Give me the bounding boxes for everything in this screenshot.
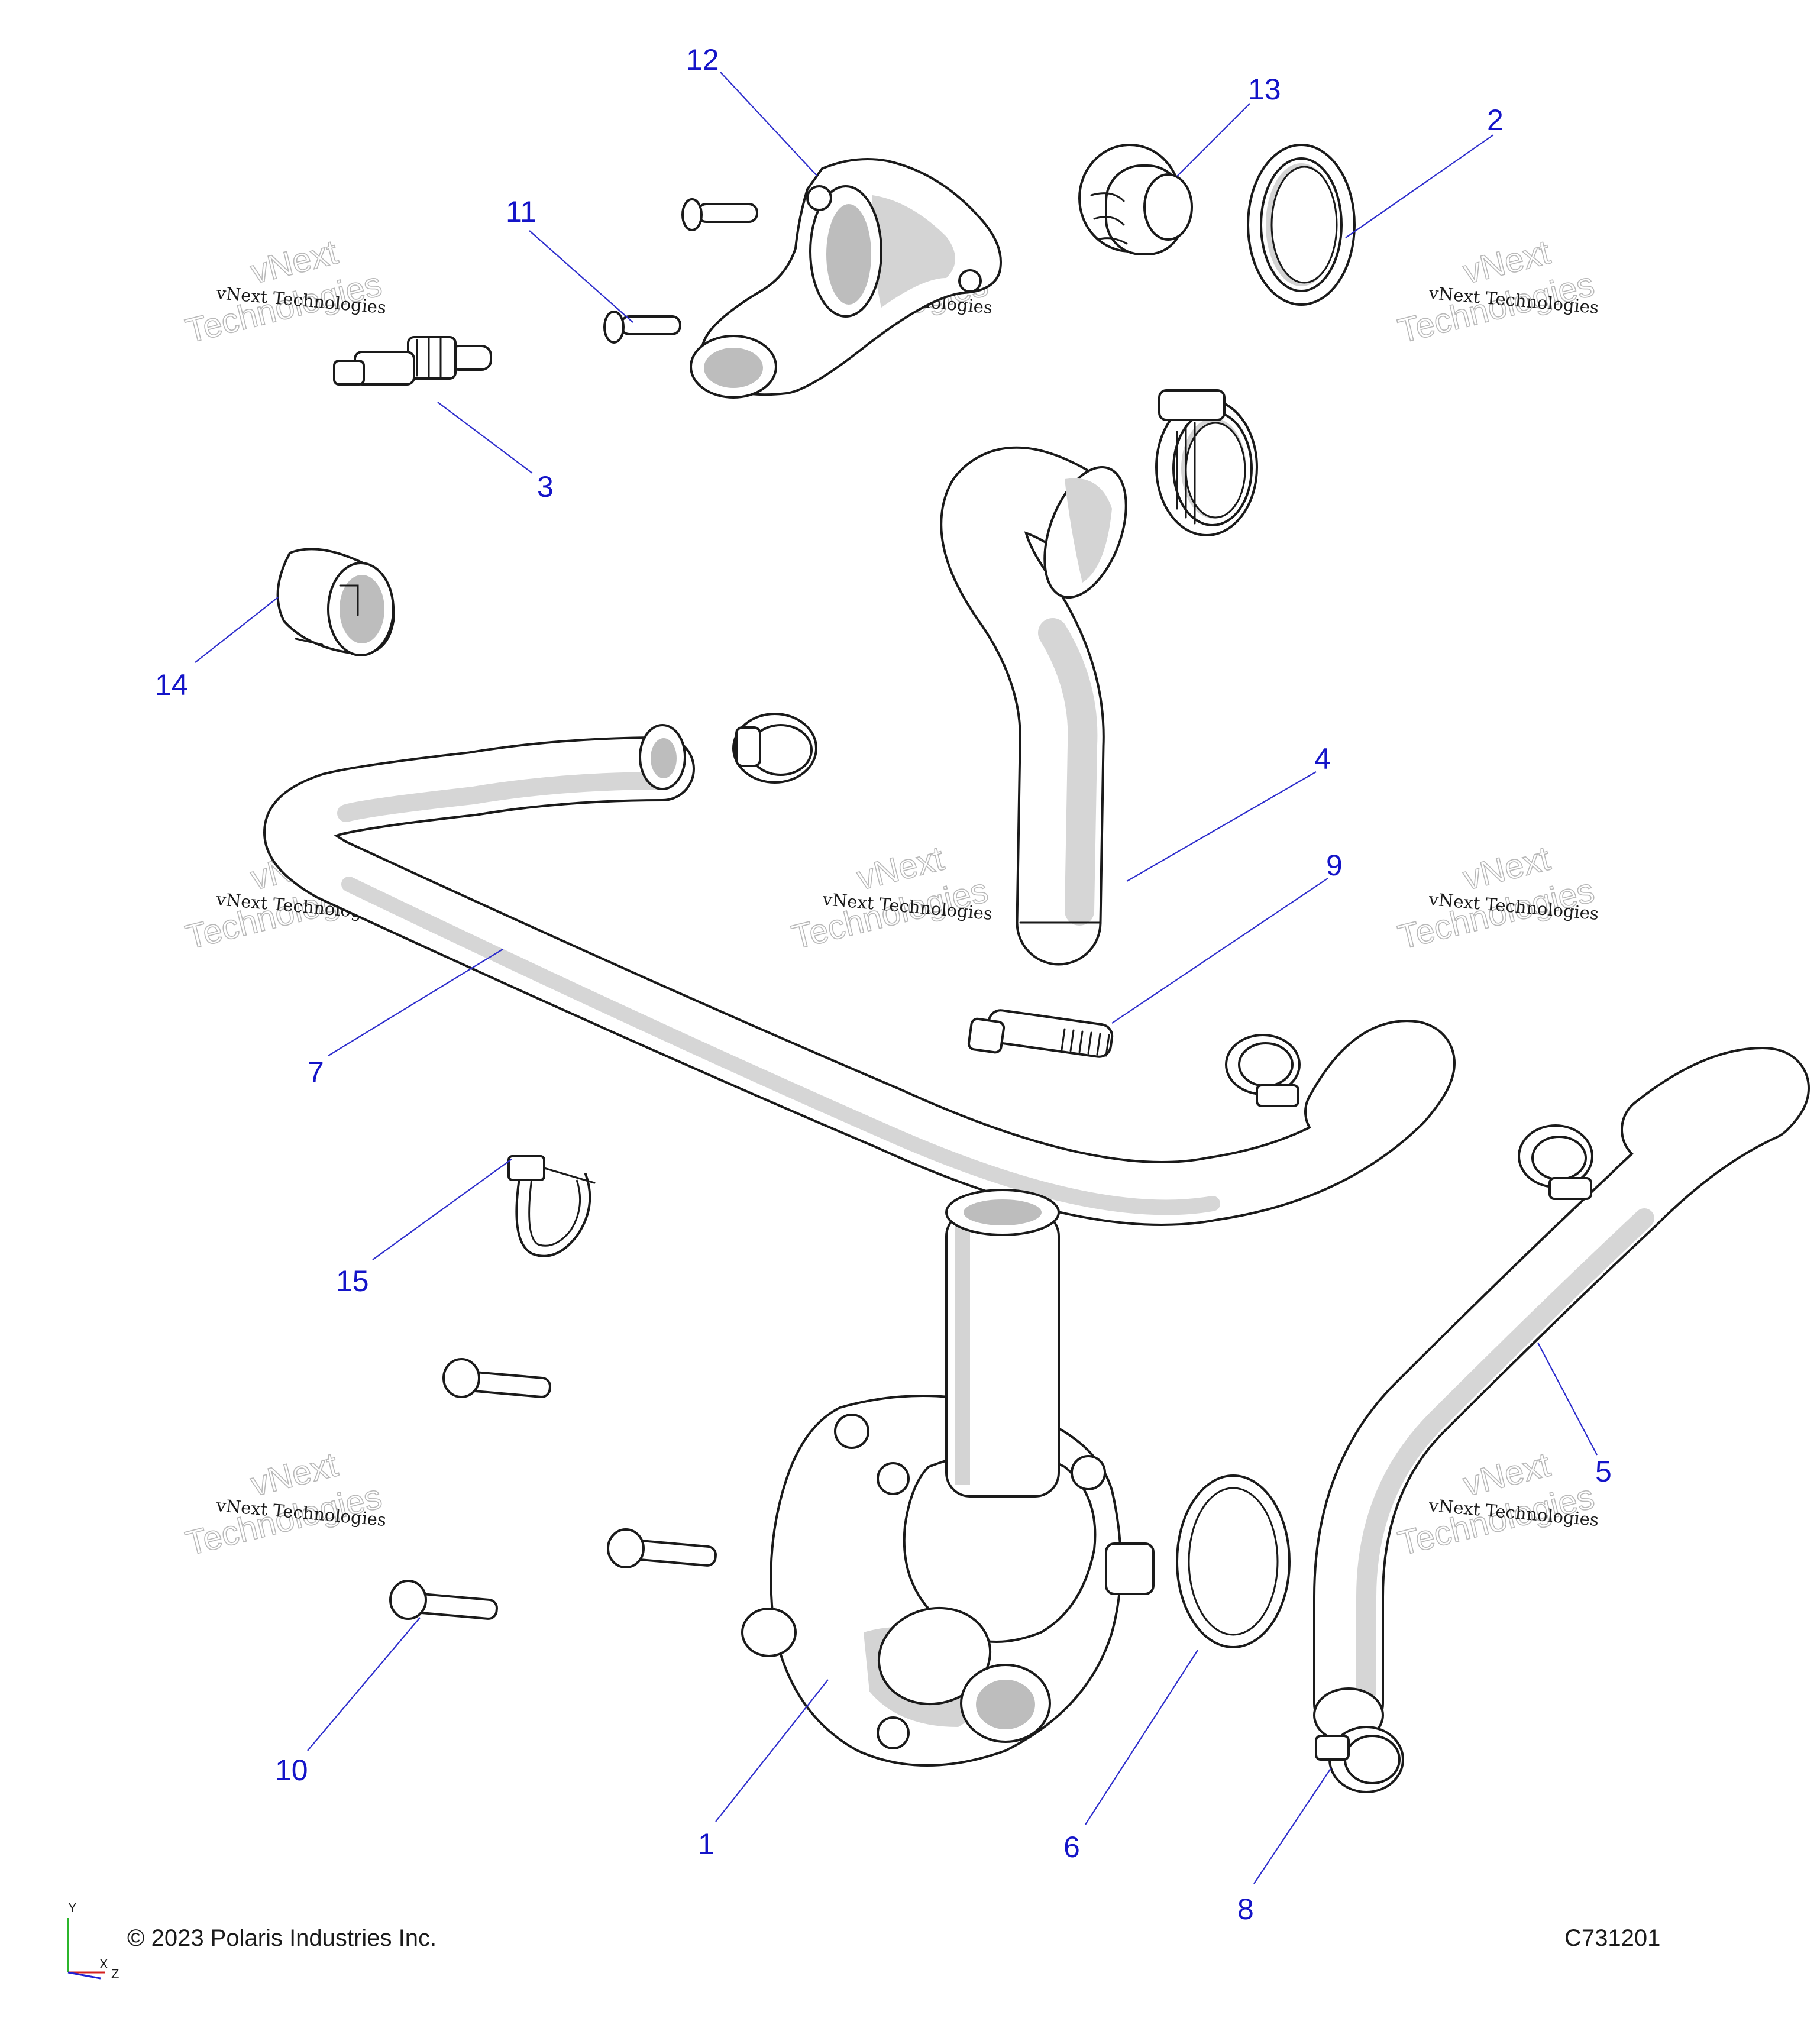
- axis-triad: Y X Z: [67, 1900, 119, 1981]
- part-15-cable-tie[interactable]: [507, 1155, 596, 1257]
- leader-14: [195, 597, 279, 663]
- part-2-seal-ring[interactable]: [1247, 144, 1356, 306]
- callout-5: 5: [1595, 1455, 1612, 1488]
- part-9-worm-clamp[interactable]: [967, 1009, 1114, 1059]
- callout-8: 8: [1237, 1893, 1254, 1926]
- leader-3: [437, 402, 533, 474]
- leader-2: [1345, 134, 1494, 238]
- callout-7: 7: [308, 1056, 324, 1089]
- leader-7: [328, 949, 503, 1056]
- part-hose-clamp-small[interactable]: [1225, 1034, 1301, 1107]
- part-bolt[interactable]: [607, 1528, 717, 1568]
- callout-3: 3: [537, 470, 554, 503]
- callout-11: 11: [506, 195, 536, 228]
- callout-1: 1: [698, 1828, 714, 1861]
- leader-6: [1085, 1650, 1198, 1825]
- axis-x-label: X: [99, 1956, 108, 1971]
- leader-12: [720, 72, 818, 177]
- part-1-water-pump[interactable]: [741, 1189, 1155, 1767]
- leader-5: [1537, 1342, 1598, 1456]
- leader-13: [1176, 103, 1250, 177]
- callout-4: 4: [1314, 742, 1331, 775]
- leader-9: [1111, 878, 1328, 1024]
- axis-z-label: Z: [111, 1967, 119, 1981]
- part-14-hose-fitting[interactable]: [276, 548, 395, 656]
- copyright-text: © 2023 Polaris Industries Inc.: [127, 1925, 437, 1951]
- leader-11: [529, 230, 633, 323]
- part-11-bolt[interactable]: [603, 311, 681, 344]
- watermark: vNext Technologies vNext Technologies: [182, 232, 387, 351]
- part-13-thermostat[interactable]: [1078, 144, 1193, 256]
- leader-8: [1253, 1768, 1331, 1884]
- leader-15: [372, 1159, 512, 1260]
- part-bolt[interactable]: [442, 1358, 551, 1398]
- watermark: vNext Technologies vNext Technologies: [182, 1445, 387, 1564]
- watermark: vNext Technologies vNext Technologies: [1394, 232, 1600, 351]
- axis-z-line: [67, 1971, 101, 1980]
- leader-lines: [195, 72, 1598, 1884]
- callout-12: 12: [686, 43, 719, 76]
- part-4-upper-hose[interactable]: [940, 446, 1142, 966]
- part-hose-clamp-small[interactable]: [732, 713, 817, 784]
- callout-14: 14: [155, 668, 188, 701]
- callout-9: 9: [1326, 849, 1343, 882]
- callout-10: 10: [275, 1754, 308, 1787]
- watermark: vNext Technologies vNext Technologies: [1394, 839, 1600, 958]
- drawing-id: C731201: [1564, 1925, 1660, 1951]
- part-6-o-ring[interactable]: [1176, 1474, 1291, 1648]
- part-3-temperature-sensor[interactable]: [333, 336, 492, 386]
- callout-2: 2: [1487, 104, 1504, 137]
- part-11-bolt[interactable]: [681, 198, 758, 231]
- callout-13: 13: [1248, 73, 1281, 106]
- watermark: vNext Technologies vNext Technologies: [1394, 1445, 1600, 1564]
- watermark: vNext Technologies vNext Technologies: [788, 839, 994, 958]
- leader-4: [1126, 771, 1317, 882]
- axis-y-label: Y: [68, 1900, 77, 1915]
- callout-15: 15: [336, 1264, 369, 1298]
- part-7-bypass-hose[interactable]: [263, 724, 1456, 1226]
- part-10-bolt[interactable]: [389, 1580, 498, 1620]
- callout-6: 6: [1063, 1830, 1080, 1864]
- part-12-thermostat-housing[interactable]: [690, 158, 1002, 399]
- part-hose-clamp-small[interactable]: [1518, 1124, 1593, 1200]
- callout-numbers: 12 13 2 11 3 14 4 9 7 15 5 10 1 6 8: [155, 43, 1612, 1926]
- part-8-hose-clamp[interactable]: [1315, 1726, 1404, 1793]
- leader-1: [715, 1679, 829, 1822]
- leader-10: [307, 1617, 421, 1751]
- part-hose-clamp-large[interactable]: [1155, 389, 1258, 536]
